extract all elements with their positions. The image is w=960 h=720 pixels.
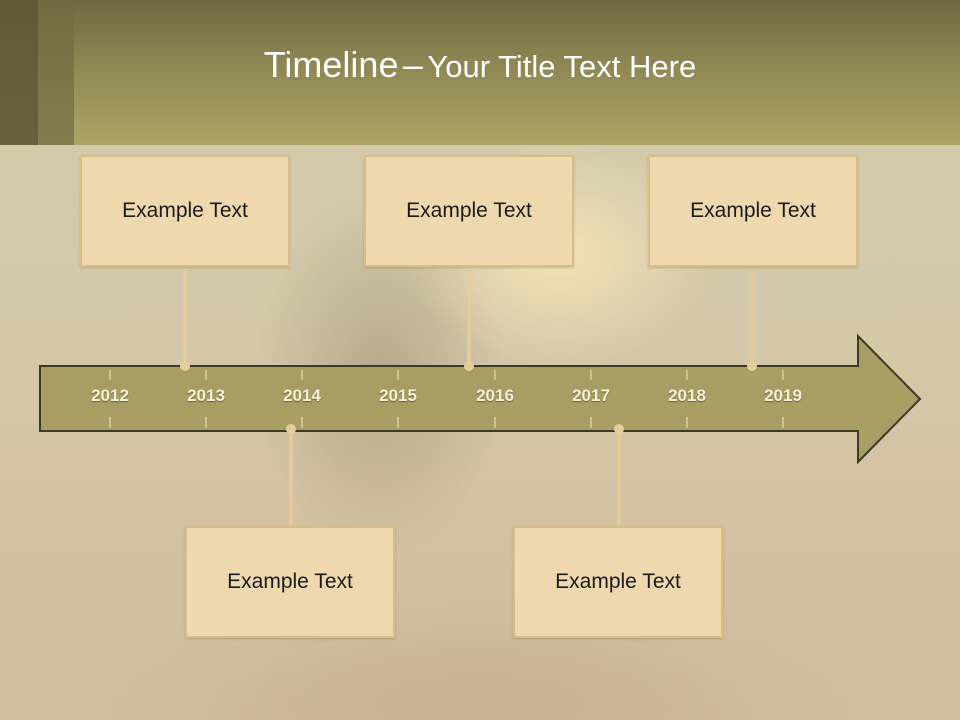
slide-title[interactable]: Timeline – Your Title Text Here (0, 44, 960, 86)
event-text: Example Text (690, 199, 816, 222)
event-text: Example Text (406, 199, 532, 222)
event-box-top-2[interactable]: Example Text (364, 155, 574, 267)
title-subtitle: Your Title Text Here (427, 49, 697, 84)
year-label: 2016 (476, 386, 514, 405)
connector-dot-bottom-2 (614, 424, 624, 434)
event-text: Example Text (555, 570, 681, 593)
year-label: 2014 (283, 386, 321, 405)
header-band: Timeline – Your Title Text Here (0, 0, 960, 145)
event-box-top-1[interactable]: Example Text (80, 155, 290, 267)
connector-dot-bottom-1 (286, 424, 296, 434)
event-text: Example Text (227, 570, 353, 593)
event-box-bottom-2[interactable]: Example Text (513, 526, 723, 638)
connector-dot-top-1 (180, 361, 190, 371)
title-main: Timeline (263, 44, 399, 85)
connector-dot-top-2 (464, 361, 474, 371)
connector-dots (180, 361, 757, 434)
connector-dot-top-3 (747, 361, 757, 371)
year-label: 2019 (764, 386, 802, 405)
event-box-bottom-1[interactable]: Example Text (185, 526, 395, 638)
year-label: 2018 (668, 386, 706, 405)
event-text: Example Text (122, 199, 248, 222)
title-separator: – (402, 44, 423, 85)
year-label: 2013 (187, 386, 225, 405)
year-label: 2015 (379, 386, 417, 405)
header-accent-stripe (0, 0, 38, 145)
connectors (183, 270, 754, 526)
timeline-arrow (39, 333, 922, 465)
event-box-top-3[interactable]: Example Text (648, 155, 858, 267)
year-label: 2017 (572, 386, 610, 405)
tick-marks (109, 370, 784, 428)
year-label: 2012 (91, 386, 129, 405)
header-accent-stripe-2 (38, 0, 74, 145)
